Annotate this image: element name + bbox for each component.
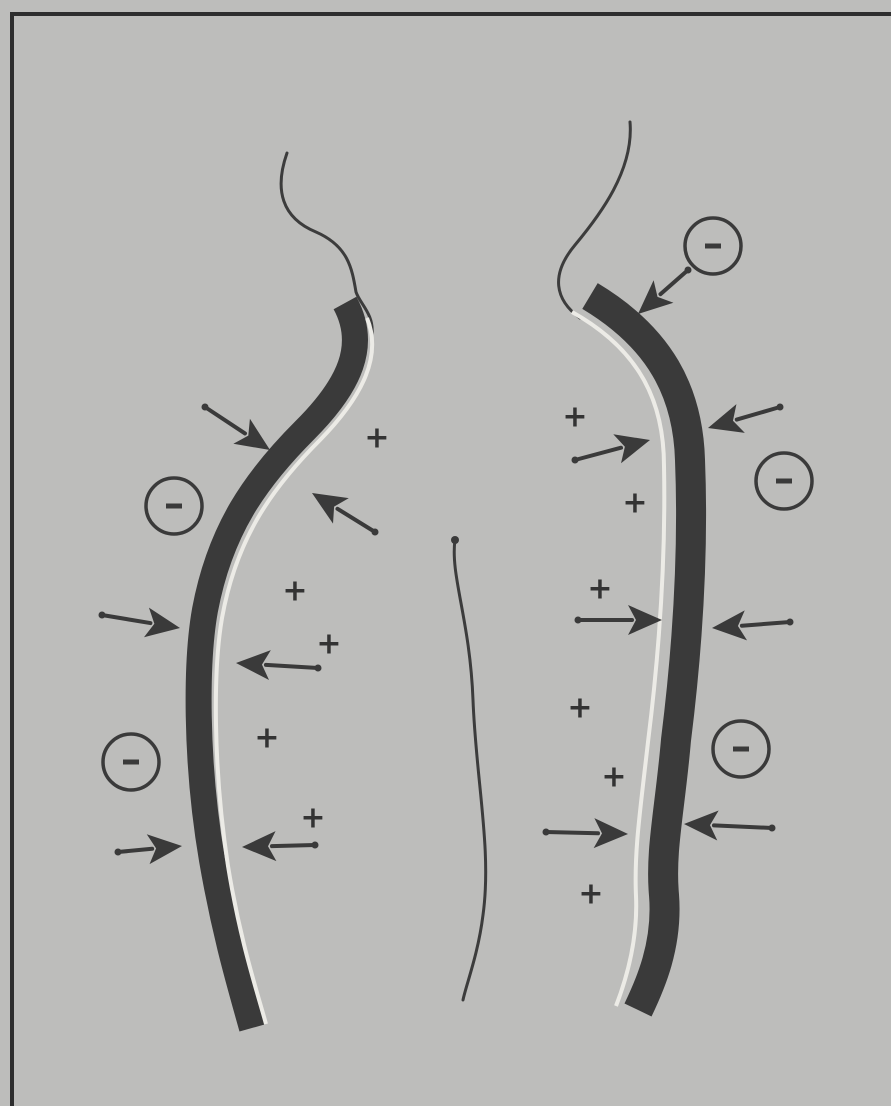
left-arrow-upper-inner-tail (372, 529, 379, 536)
left-arrow-middle-inner-shaft (266, 665, 318, 668)
right-arrow-lower-outer-tail (769, 825, 776, 832)
left-arrow-lower-inner-shaft (272, 845, 315, 846)
frame-border (12, 14, 891, 1106)
left-arrow-upper-outer-tail (202, 404, 209, 411)
right-minus-lower-dash (733, 747, 749, 752)
right-arrow-upper-outer-shaft (737, 407, 780, 420)
right-arrow-lower-outer-shaft (714, 825, 772, 828)
left-arrow-lower-outer-tail (115, 849, 122, 856)
left-arrow-lower-inner-tail (312, 842, 319, 849)
left-minus-upper (146, 478, 202, 534)
center-line-end-dot (451, 536, 459, 544)
right-minus-top (685, 218, 741, 274)
left-plus-5: + (300, 801, 325, 836)
right-plus-4: + (567, 691, 592, 726)
right-arrow-upper-outer (708, 404, 784, 433)
right-arrow-lower-outer (684, 811, 776, 841)
right-plus-6: + (578, 877, 603, 912)
left-plus-1: + (364, 421, 389, 456)
right-minus-top-dash (705, 244, 721, 249)
left-arrow-upper-inner-head (312, 493, 349, 524)
left-arrow-upper-inner (312, 493, 379, 536)
right-arrow-top-tail (685, 267, 692, 274)
left-arrow-middle-outer-tail (99, 612, 106, 619)
left-plus-4: + (254, 721, 279, 756)
left-minus-upper-dash (166, 504, 182, 509)
right-plus-2: + (622, 486, 647, 521)
right-minus-lower (713, 721, 769, 777)
right-plus-3: + (587, 572, 612, 607)
right-arrow-lower-inner (543, 818, 629, 848)
right-arrow-lower-inner-shaft (546, 832, 598, 833)
right-arrow-middle-inner-tail (575, 617, 582, 624)
left-arrow-upper-outer-shaft (205, 407, 245, 433)
right-plus-5: + (601, 760, 626, 795)
left-minus-lower (103, 734, 159, 790)
left-arrow-upper-inner-shaft (338, 509, 375, 532)
left-arrow-middle-outer-shaft (102, 615, 150, 623)
left-minus-lower-dash (123, 760, 139, 765)
right-minus-middle (756, 453, 812, 509)
right-arrow-upper-inner-tail (572, 457, 579, 464)
right-minus-middle-dash (776, 479, 792, 484)
left-plus-2: + (282, 574, 307, 609)
right-membrane-band (590, 296, 691, 1010)
right-arrow-middle-outer-shaft (742, 622, 790, 626)
right-arrow-middle-inner (575, 605, 663, 635)
right-arrow-upper-inner-shaft (575, 448, 621, 460)
right-arrow-lower-inner-tail (543, 829, 550, 836)
left-arrow-upper-outer-head (233, 419, 270, 450)
left-arrow-lower-inner (242, 831, 319, 861)
left-arrow-middle-inner (236, 650, 322, 680)
right-arrow-top (638, 267, 692, 315)
left-arrow-lower-outer-shaft (118, 849, 152, 852)
left-arrow-upper-outer (202, 404, 271, 451)
right-arrow-top-shaft (661, 270, 688, 294)
left-plus-3: + (316, 627, 341, 662)
left-arrow-middle-outer (99, 608, 181, 638)
right-plus-1: + (562, 400, 587, 435)
right-arrow-upper-inner (572, 434, 651, 463)
left-arrow-middle-inner-tail (315, 665, 322, 672)
left-arrow-lower-outer (115, 834, 183, 864)
center-thin-line (454, 540, 486, 1000)
right-arrow-upper-outer-tail (777, 404, 784, 411)
right-arrow-middle-outer (712, 610, 794, 640)
right-arrow-middle-outer-tail (787, 619, 794, 626)
